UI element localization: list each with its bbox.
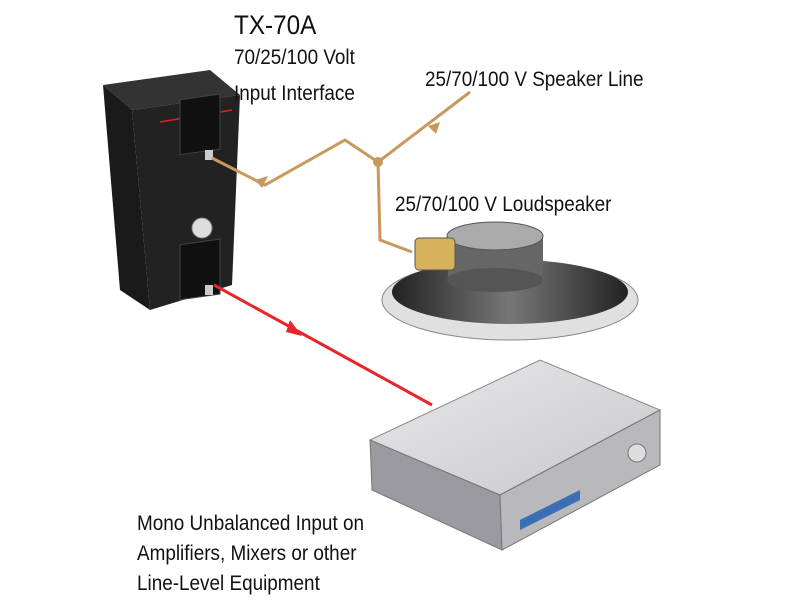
loudspeaker [381, 221, 639, 341]
arrow-icon [428, 122, 440, 134]
speaker-branch-wire [376, 161, 413, 254]
output-label-line1: Mono Unbalanced Input on [137, 512, 364, 535]
amplifier-unit [368, 359, 662, 551]
output-wire [213, 283, 433, 407]
speaker-line-wire [211, 90, 471, 187]
arrow-icon [255, 176, 268, 188]
arrow-icon [286, 320, 302, 336]
speaker-line-label: 25/70/100 V Speaker Line [425, 68, 644, 91]
device-description-line1: 70/25/100 Volt [234, 46, 355, 69]
tx-70a-device [103, 70, 240, 310]
output-label-line3: Line-Level Equipment [137, 572, 320, 595]
output-label-line2: Amplifiers, Mixers or other [137, 542, 357, 565]
device-description-line2: Input Interface [234, 82, 355, 105]
junction-dot [373, 157, 383, 167]
device-model-label: TX-70A [234, 10, 317, 40]
loudspeaker-label: 25/70/100 V Loudspeaker [395, 193, 612, 216]
